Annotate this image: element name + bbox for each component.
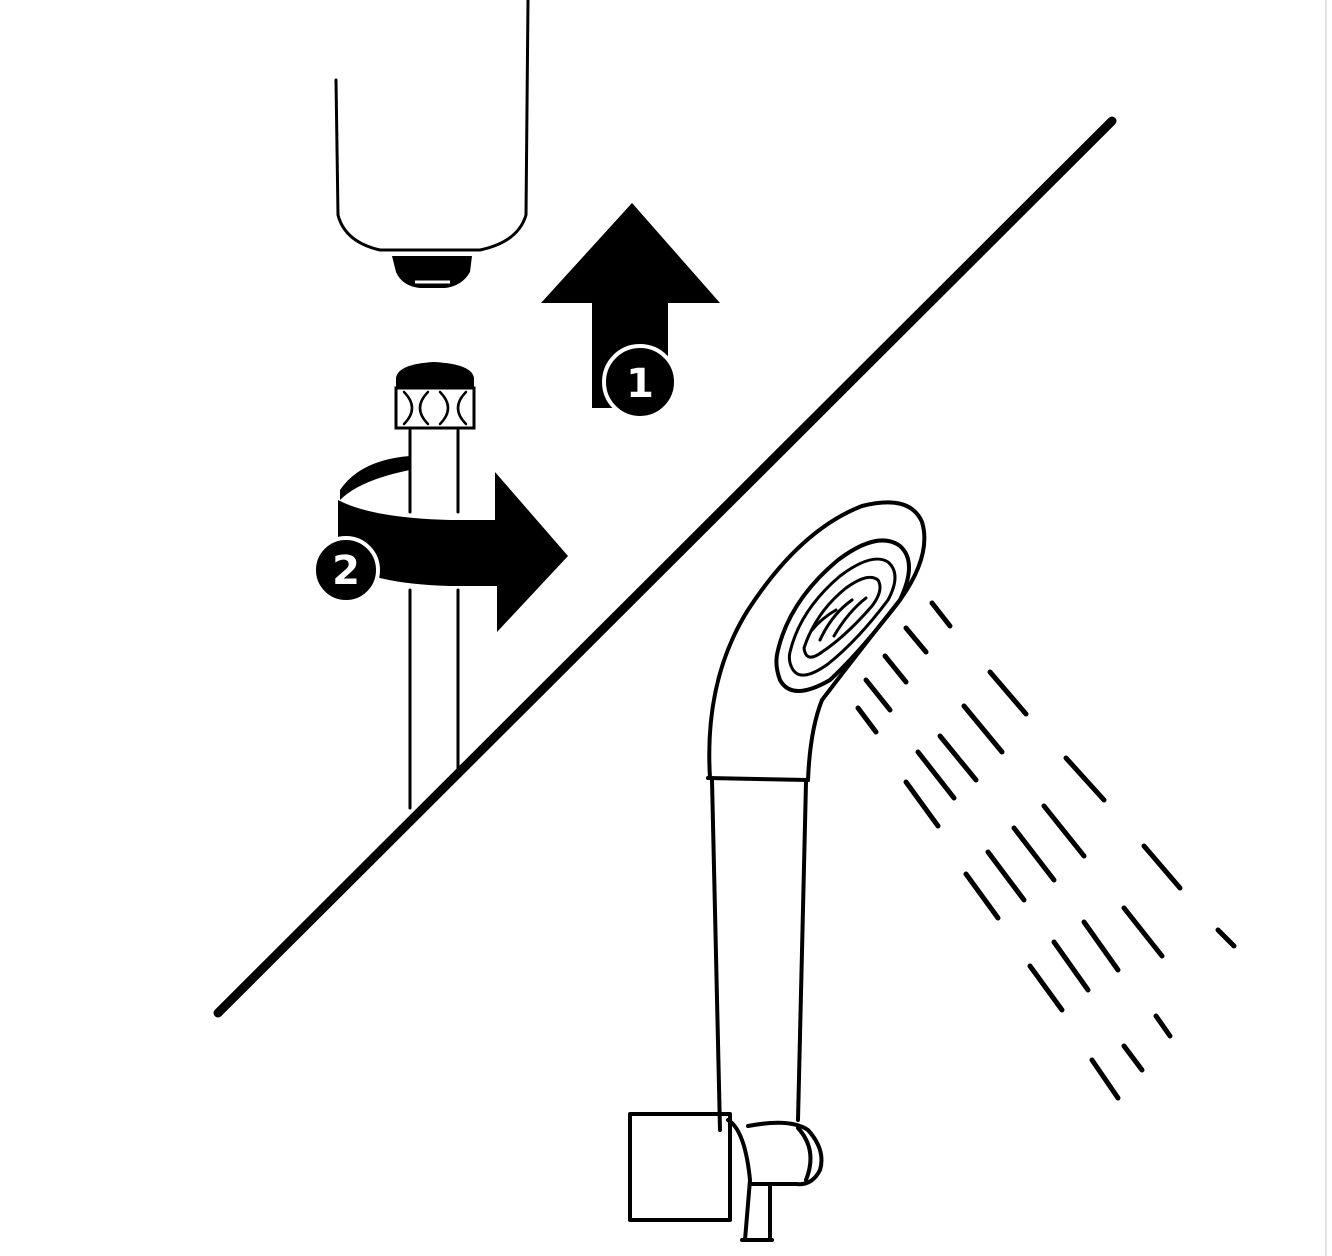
- shower-nozzle-face: [774, 538, 911, 693]
- diagonal-divider: [213, 116, 1117, 1018]
- wall-bracket: [628, 1112, 824, 1242]
- step-badge-2: 2: [312, 536, 380, 604]
- rotate-arrow-icon: [338, 456, 568, 632]
- step-badge-1: 1: [602, 344, 678, 420]
- hex-nut: [394, 362, 476, 430]
- cartridge-nozzle: [392, 256, 472, 288]
- water-spray: [855, 600, 1237, 1101]
- shower-head: [706, 500, 927, 782]
- threaded-shaft: [408, 428, 460, 810]
- shower-handle: [710, 778, 808, 1132]
- step-number-2: 2: [332, 548, 360, 594]
- step-number-1: 1: [626, 361, 654, 407]
- arrow-up-icon: [541, 203, 720, 408]
- filter-cartridge: [334, 0, 530, 252]
